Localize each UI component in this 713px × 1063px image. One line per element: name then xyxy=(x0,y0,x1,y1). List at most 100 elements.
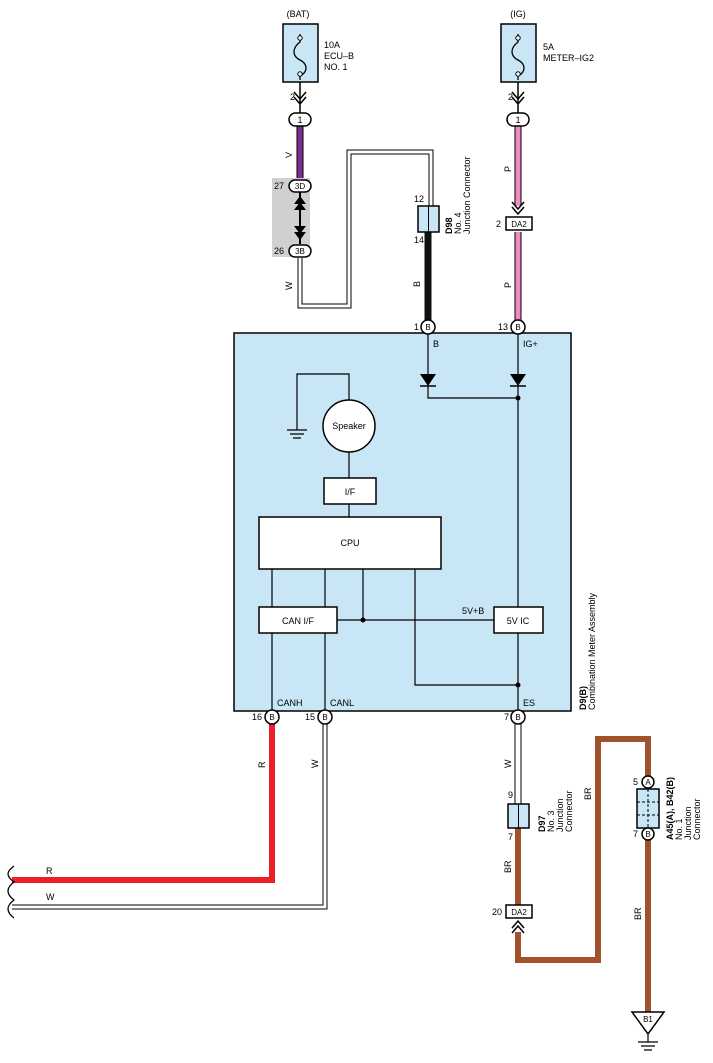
connector-da2-top-pin: 2 xyxy=(496,219,501,229)
junction-d97-line1: No. 3 xyxy=(546,810,556,832)
wire-w3-label: W xyxy=(503,759,513,768)
meter-pin-b-num: 1 xyxy=(414,322,419,332)
meter-pin-canh-letter: B xyxy=(269,713,274,722)
junction-d98-line2: Junction Connector xyxy=(462,156,472,234)
junction-d97-line2: Junction xyxy=(555,798,565,832)
junction-a45-line3: Connector xyxy=(692,798,702,840)
fuse-bat-terminal-top xyxy=(297,35,303,41)
fivev-b-label: 5V+B xyxy=(462,606,484,616)
fuse-ig-terminal-bottom xyxy=(515,71,521,77)
meter-pin-es-letter: B xyxy=(515,713,520,722)
junction-d97: 9 7 D97 No. 3 Junction Connector xyxy=(507,790,574,842)
diode-ig-icon xyxy=(510,374,526,386)
fuse-bat: (BAT) 10A ECU–B NO. 1 2 xyxy=(282,9,354,102)
diode-b-icon xyxy=(420,374,436,386)
can-if-block xyxy=(258,606,338,634)
fuse-bat-rating: 10A xyxy=(324,40,340,50)
connector-bat-1: 1 xyxy=(288,112,312,127)
junction-a45-b42: 5 A B 7 A45(A), B42(B) No. 1 Junction Co… xyxy=(633,775,702,841)
wire-w2-label: W xyxy=(310,759,320,768)
wire-r-label: R xyxy=(257,761,267,768)
junction-d98-pin-bottom: 14 xyxy=(414,235,424,245)
connector-3b-pin: 26 xyxy=(274,246,284,256)
ground-symbol-icon xyxy=(287,429,307,439)
meter-pin-b: B 1 B xyxy=(414,319,439,349)
wire-p2-label: P xyxy=(503,282,513,288)
junction-a45-line2: Junction xyxy=(683,806,693,840)
fuse-ig: (IG) 5A METER–IG2 2 xyxy=(500,9,594,102)
meter-code: D9(B) xyxy=(578,686,588,710)
can-if-label: CAN I/F xyxy=(282,616,315,626)
wire-br2-label: BR xyxy=(583,787,593,800)
cpu-label: CPU xyxy=(340,538,359,548)
wire-break-icon xyxy=(7,865,16,919)
junction-a45-pin-b-num: 7 xyxy=(633,829,638,839)
wire-white-w xyxy=(298,150,433,308)
meter-pin-ig: B 13 IG+ xyxy=(498,319,538,349)
fivev-ic-label: 5V IC xyxy=(507,616,530,626)
connector-3d-pin: 27 xyxy=(274,181,284,191)
wire-b-label: B xyxy=(412,281,422,287)
connector-3b-label: 3B xyxy=(295,247,305,256)
fuse-ig-rating: 5A xyxy=(543,42,554,52)
junction-a45-pin-b: B xyxy=(645,830,650,839)
fuse-ig-pin: 2 xyxy=(508,92,513,102)
junction-d97-code: D97 xyxy=(537,815,547,832)
junction-a45-pin-a: A xyxy=(645,778,651,787)
fuse-ig-terminal-top xyxy=(515,35,521,41)
meter-pin-es-label: ES xyxy=(523,698,535,708)
if-label: I/F xyxy=(345,487,356,497)
meter-pin-canh: B 16 CANH xyxy=(252,698,303,725)
junction-d98: 12 14 D98 No. 4 Junction Connector xyxy=(414,156,472,245)
connector-3d-label: 3D xyxy=(295,182,305,191)
fuse-bat-terminal-bottom xyxy=(297,71,303,77)
connector-da2-bottom-label: DA2 xyxy=(511,908,527,917)
fivev-ic-block xyxy=(493,606,544,634)
cpu-es-line xyxy=(414,569,518,686)
meter-pin-ig-label: IG+ xyxy=(523,339,538,349)
connector-ig-1-label: 1 xyxy=(515,115,520,125)
meter-pin-b-label: B xyxy=(433,339,439,349)
fuse-bat-source: (BAT) xyxy=(287,9,310,19)
fuse-bat-pin: 2 xyxy=(290,92,295,102)
meter-name: Combination Meter Assembly xyxy=(587,592,597,710)
meter-pin-canl-label: CANL xyxy=(330,698,354,708)
fuse-bat-number: NO. 1 xyxy=(324,62,348,72)
fuse-ig-name: METER–IG2 xyxy=(543,53,594,63)
junction-d98-code: D98 xyxy=(444,217,454,234)
cpu-block xyxy=(258,516,442,570)
wire-brown-loop xyxy=(515,736,651,963)
fuse-bat-element-icon xyxy=(293,34,307,80)
fuse-ig-element-icon xyxy=(511,34,525,80)
diode-join-line xyxy=(427,386,518,399)
wire-w1-label: W xyxy=(284,281,294,290)
connector-da2-bottom-pin: 20 xyxy=(492,907,502,917)
junction-a45-code: A45(A), B42(B) xyxy=(665,777,675,840)
speaker-label: Speaker xyxy=(332,421,366,431)
connector-bat-1-label: 1 xyxy=(297,115,302,125)
connector-da2-top-label: DA2 xyxy=(511,220,527,229)
if-block xyxy=(323,477,377,505)
wire-v-label: V xyxy=(284,152,294,158)
fuse-bat-name: ECU–B xyxy=(324,51,354,61)
meter-pin-canl-letter: B xyxy=(322,713,327,722)
meter-pin-es-num: 7 xyxy=(504,712,509,722)
connector-3d-3b-arrows-icon xyxy=(294,196,306,240)
junction-d97-line3: Connector xyxy=(564,790,574,832)
ground-b1-triangle-icon xyxy=(630,1011,666,1036)
meter-pin-ig-letter: B xyxy=(515,323,520,332)
wire-red-r xyxy=(12,724,275,883)
ground-b1-symbol-icon xyxy=(638,1041,658,1051)
wire-w-end-label: W xyxy=(46,892,55,902)
speaker-ground-line xyxy=(296,373,350,430)
wire-white-canl xyxy=(12,724,327,909)
wire-p1-label: P xyxy=(503,166,513,172)
wire-r-end-label: R xyxy=(46,866,53,876)
meter-pin-canh-label: CANH xyxy=(277,698,303,708)
meter-pin-canl: B 15 CANL xyxy=(305,698,354,725)
junction-d98-pin-top: 12 xyxy=(414,194,424,204)
ig-fuse-chevron-icon xyxy=(511,91,525,106)
ground-b1-label: B1 xyxy=(643,1015,653,1024)
meter-pin-ig-num: 13 xyxy=(498,322,508,332)
